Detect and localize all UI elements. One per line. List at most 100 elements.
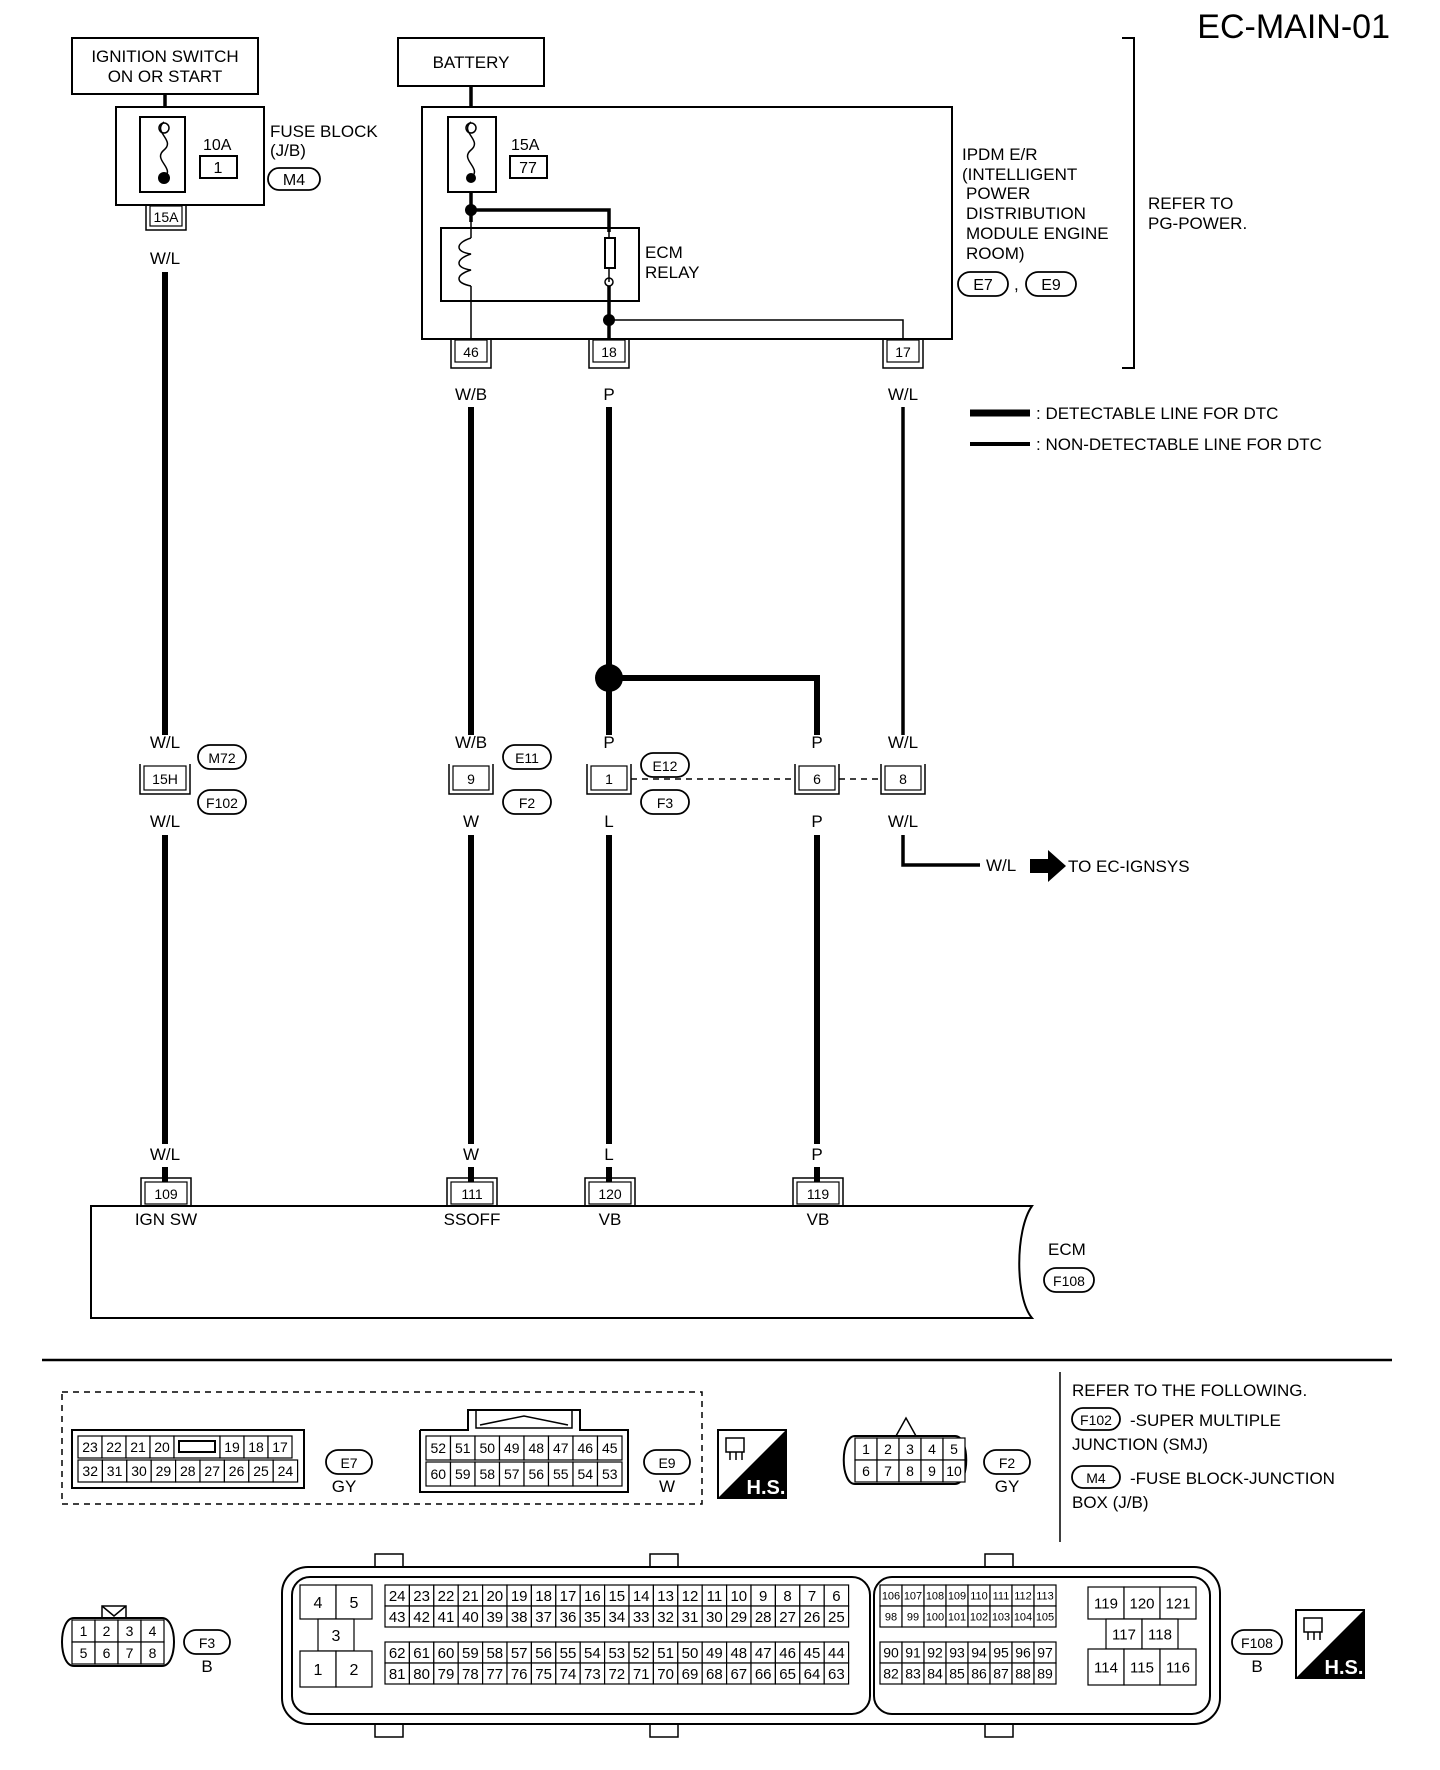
refer-item-1-desc: -SUPER MULTIPLE [1130,1411,1281,1430]
f108-pin: 32 [657,1609,674,1626]
e7-pin: 27 [204,1463,220,1479]
f108-cell [1033,1662,1057,1685]
ipdm-terminal-17: 17 [895,344,911,360]
f108-pin: 25 [828,1609,845,1626]
e7-pin: 25 [253,1463,269,1479]
f3-pin: 4 [149,1623,157,1639]
f108-pin: 27 [779,1609,796,1626]
e9-pin: 52 [430,1440,446,1456]
ipdm-label-3: POWER [966,184,1030,203]
fuse-block-label-1: FUSE BLOCK [270,122,378,141]
f108-pin: 68 [706,1666,723,1683]
ignition-label-1: IGNITION SWITCH [91,47,238,66]
ecm-pin-label-vb-2: VB [807,1210,830,1229]
f108-cell [1105,1618,1143,1650]
f108-pin: 17 [560,1588,577,1605]
f3-pin: 8 [149,1645,157,1661]
f108-pin: 88 [1015,1666,1031,1682]
f108-cell [1123,1648,1161,1686]
f108-pin: 87 [993,1666,1009,1682]
e7-cell [272,1459,299,1483]
f108-cell [299,1650,337,1688]
e7-pin: 21 [130,1439,146,1455]
e7-pin: 30 [131,1463,147,1479]
e9-pin: 47 [553,1440,569,1456]
ipdm-connector-group [61,1391,703,1505]
junction-conn-f2: F2 [519,795,536,811]
e7-pin: 20 [154,1439,170,1455]
e9-pin: 48 [528,1440,544,1456]
wire-3-top-color: P [603,385,614,404]
f108-pin: 41 [438,1609,455,1626]
f3-pin: 1 [80,1623,88,1639]
wire-4-mid-color: P [811,733,822,752]
e9-pin: 49 [504,1440,520,1456]
wire-3-mid-color: P [603,733,614,752]
f108-pin: 23 [413,1588,430,1605]
f108-pin: 117 [1112,1626,1136,1643]
to-ec-ignsys[interactable]: TO EC-IGNSYS [1068,857,1190,876]
refer-item-2-conn: M4 [1086,1470,1106,1486]
wire-2-low-color: W [463,812,479,831]
junction-conn-m72: M72 [208,750,235,766]
f108-pin: 37 [535,1609,552,1626]
e7-pin: 24 [278,1463,294,1479]
ecm-module: 109 111 120 119 IGN SW SSOFF VB VB ECM F… [90,1177,1095,1319]
wire-1-low-color: W/L [150,812,180,831]
f108-pin: 89 [1037,1666,1053,1682]
ipdm-label-6: ROOM) [966,244,1025,263]
e9-cell [523,1435,550,1461]
f108-pin: 79 [438,1666,455,1683]
fuse-1-number: 1 [214,160,223,177]
e9-name: E9 [658,1455,675,1471]
ecm-pin-label-ssoff: SSOFF [444,1210,501,1229]
junction-connectors: 15H M72 F102 9 E11 F2 1 E12 F3 6 8 [139,744,926,815]
f108-name: F108 [1241,1635,1273,1651]
f3-pin: 5 [80,1645,88,1661]
f108-cell [1033,1605,1057,1628]
f108-pin: 40 [462,1609,479,1626]
f108-pin: 4 [314,1595,323,1612]
refer-heading: REFER TO THE FOLLOWING. [1072,1381,1307,1400]
ipdm-connector-separator: , [1014,275,1019,294]
f108-pin: 42 [413,1609,430,1626]
wire-1-top-color: W/L [150,249,180,268]
ecm-relay-label-1: ECM [645,243,683,262]
f108-pin: 22 [438,1588,455,1605]
e7-cell [267,1435,293,1459]
f108-pin: 94 [971,1645,987,1661]
fuse-block-connector: M4 [283,172,305,189]
f108-pin: 5 [350,1595,359,1612]
f108-pin: 110 [970,1590,988,1602]
f108-pin: 63 [828,1666,845,1683]
e9-pin: 53 [602,1466,618,1482]
refer-item-2-desc: -FUSE BLOCK-JUNCTION [1130,1469,1335,1488]
f108-pin: 78 [462,1666,479,1683]
f108-pin: 11 [707,1588,723,1605]
f108-cell [823,1605,850,1628]
f108-pin: 91 [905,1645,921,1661]
e9-pin: 51 [455,1440,471,1456]
ecm-pin-label-ign-sw: IGN SW [135,1210,197,1229]
fuse-77-amp: 15A [511,137,540,154]
harness-side-icon: H.S. [717,1429,787,1499]
fuse-1-amp: 10A [203,137,232,154]
wire-5-top-color: W/L [888,385,918,404]
wire-1-mid-color: W/L [150,733,180,752]
f108-pin: 114 [1094,1659,1118,1676]
f108-pin: 74 [560,1666,577,1683]
f108-pin: 60 [438,1645,455,1662]
f108-pin: 34 [608,1609,625,1626]
f108-pin: 12 [682,1588,699,1605]
f108-pin: 99 [907,1611,919,1623]
f108-pin: 95 [993,1645,1009,1661]
f108-pin: 26 [804,1609,821,1626]
f2-pin: 7 [884,1463,892,1479]
f108-pin: 108 [926,1590,944,1602]
e7-pin: 31 [107,1463,123,1479]
f108-cell [1123,1586,1161,1620]
